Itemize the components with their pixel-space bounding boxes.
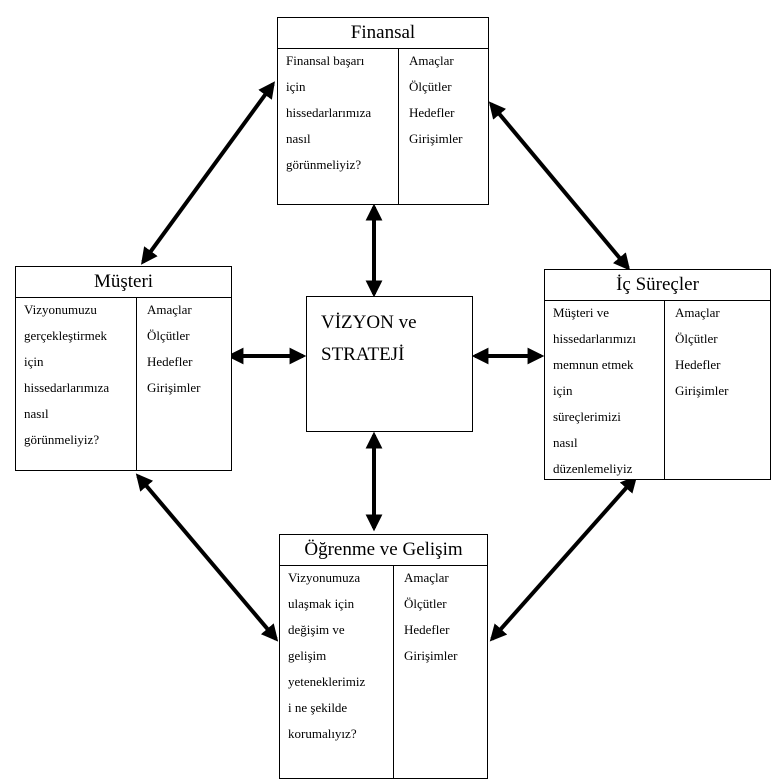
- finansal-body: Finansal başarı için hissedarlarımıza na…: [278, 48, 488, 204]
- question-line: hissedarlarımıza: [286, 105, 372, 120]
- question-line: Müşteri ve: [553, 305, 609, 320]
- measure-initiatives: Girişimler: [409, 131, 463, 146]
- arrow-finansal-icsurecler: [488, 101, 631, 271]
- question-line: değişim ve: [288, 622, 345, 637]
- musteri-title: Müşteri: [16, 267, 231, 298]
- question-line: için: [24, 354, 44, 369]
- question-line: düzenlemeliyiz: [553, 461, 633, 476]
- finansal-box: Finansal Finansal başarı için hissedarla…: [277, 17, 489, 205]
- ic-surecler-body: Müşteri ve hissedarlarımızı memnun etmek…: [545, 300, 770, 479]
- measure-targets: Hedefler: [147, 354, 193, 369]
- measure-measures: Ölçütler: [409, 79, 452, 94]
- question-line: Finansal başarı: [286, 53, 365, 68]
- measure-initiatives: Girişimler: [404, 648, 458, 663]
- measure-goals: Amaçlar: [675, 305, 720, 320]
- question-line: için: [286, 79, 306, 94]
- ogrenme-gelisim-question: Vizyonumuza ulaşmak için değişim ve geli…: [280, 565, 394, 778]
- vision-strategy-box: VİZYON ve STRATEJİ: [306, 296, 473, 432]
- measure-measures: Ölçütler: [147, 328, 190, 343]
- question-line: i ne şekilde: [288, 700, 348, 715]
- musteri-measures: Amaçlar Ölçütler Hedefler Girişimler: [137, 297, 231, 470]
- measure-measures: Ölçütler: [675, 331, 718, 346]
- strategy-line: STRATEJİ: [321, 344, 405, 365]
- measure-goals: Amaçlar: [147, 302, 192, 317]
- musteri-body: Vizyonumuzu gerçekleştirmek için hisseda…: [16, 297, 231, 470]
- ogrenme-gelisim-title: Öğrenme ve Gelişim: [280, 535, 487, 566]
- measure-targets: Hedefler: [409, 105, 455, 120]
- question-line: nasıl: [553, 435, 578, 450]
- arrow-icsurecler-ogrenme: [489, 475, 638, 642]
- measure-initiatives: Girişimler: [147, 380, 201, 395]
- question-line: hissedarlarımızı: [553, 331, 637, 346]
- ic-surecler-question: Müşteri ve hissedarlarımızı memnun etmek…: [545, 300, 665, 479]
- question-line: görünmeliyiz?: [24, 432, 100, 447]
- measure-goals: Amaçlar: [404, 570, 449, 585]
- finansal-measures: Amaçlar Ölçütler Hedefler Girişimler: [399, 48, 488, 204]
- ogrenme-gelisim-body: Vizyonumuza ulaşmak için değişim ve geli…: [280, 565, 487, 778]
- measure-measures: Ölçütler: [404, 596, 447, 611]
- question-line: Vizyonumuzu: [24, 302, 97, 317]
- question-line: Vizyonumuza: [288, 570, 361, 585]
- measure-initiatives: Girişimler: [675, 383, 729, 398]
- question-line: süreçlerimizi: [553, 409, 621, 424]
- ogrenme-gelisim-measures: Amaçlar Ölçütler Hedefler Girişimler: [394, 565, 487, 778]
- question-line: gelişim: [288, 648, 327, 663]
- finansal-title: Finansal: [278, 18, 488, 49]
- vision-line: VİZYON ve: [321, 312, 417, 333]
- measure-goals: Amaçlar: [409, 53, 454, 68]
- arrow-musteri-finansal: [141, 81, 275, 265]
- question-line: memnun etmek: [553, 357, 634, 372]
- question-line: gerçekleştirmek: [24, 328, 108, 343]
- musteri-question: Vizyonumuzu gerçekleştirmek için hisseda…: [16, 297, 137, 470]
- musteri-box: Müşteri Vizyonumuzu gerçekleştirmek için…: [15, 266, 232, 471]
- ic-surecler-measures: Amaçlar Ölçütler Hedefler Girişimler: [665, 300, 770, 479]
- finansal-question: Finansal başarı için hissedarlarımıza na…: [278, 48, 399, 204]
- vision-strategy-text: VİZYON ve STRATEJİ: [321, 307, 417, 371]
- question-line: hissedarlarımıza: [24, 380, 110, 395]
- question-line: görünmeliyiz?: [286, 157, 362, 172]
- ic-surecler-box: İç Süreçler Müşteri ve hissedarlarımızı …: [544, 269, 771, 480]
- arrow-musteri-ogrenme: [135, 473, 279, 642]
- question-line: için: [553, 383, 573, 398]
- question-line: yeteneklerimiz: [288, 674, 366, 689]
- measure-targets: Hedefler: [404, 622, 450, 637]
- question-line: korumalıyız?: [288, 726, 357, 741]
- measure-targets: Hedefler: [675, 357, 721, 372]
- ic-surecler-title: İç Süreçler: [545, 270, 770, 301]
- question-line: nasıl: [24, 406, 49, 421]
- ogrenme-gelisim-box: Öğrenme ve Gelişim Vizyonumuza ulaşmak i…: [279, 534, 488, 779]
- question-line: ulaşmak için: [288, 596, 355, 611]
- question-line: nasıl: [286, 131, 311, 146]
